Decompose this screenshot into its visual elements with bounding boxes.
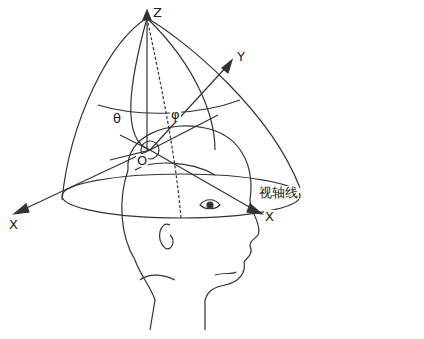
- axis-label: Z: [152, 6, 163, 19]
- axis-label: X: [264, 210, 275, 223]
- axis-label: φ: [170, 108, 181, 121]
- axis-label: Y: [236, 50, 246, 63]
- axis-label: X: [8, 218, 19, 231]
- axis-label: θ: [112, 112, 122, 125]
- axis-label: O: [136, 154, 148, 167]
- axis-label: 视轴线: [258, 186, 299, 199]
